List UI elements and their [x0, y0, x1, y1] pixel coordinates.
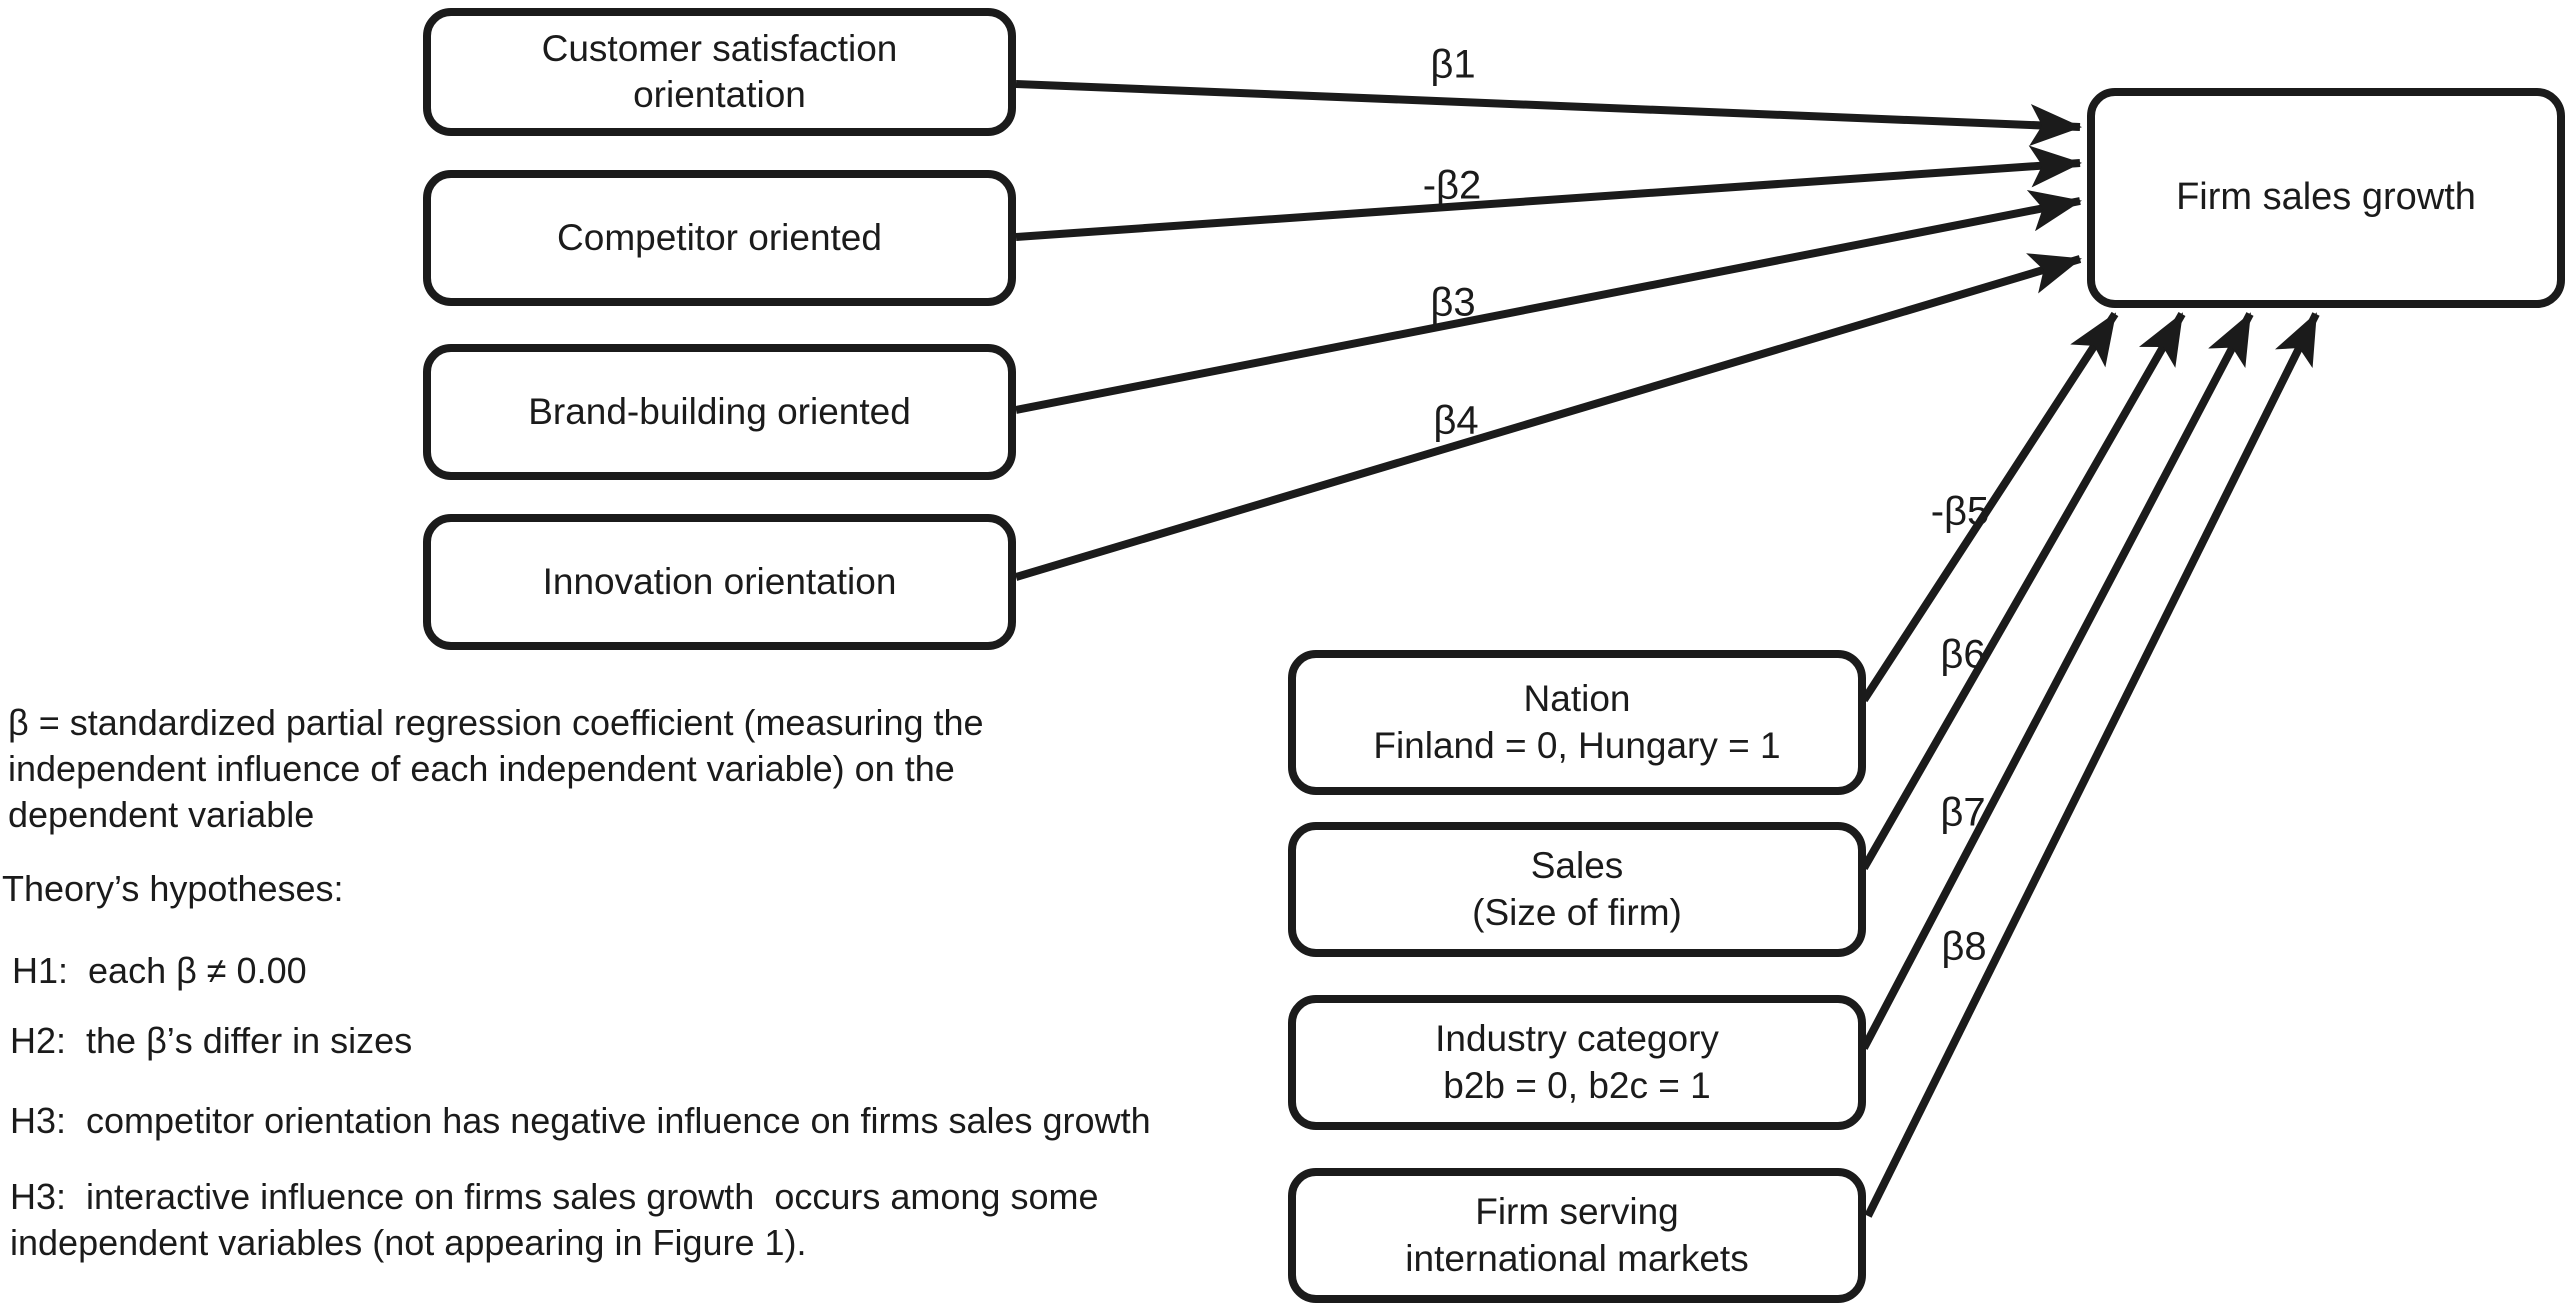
node-competitor-oriented: Competitor oriented	[423, 170, 1016, 306]
arrow-beta7	[1860, 312, 2254, 1050]
node-brand-building-oriented: Brand-building oriented	[423, 344, 1016, 480]
label-beta3: β3	[1430, 280, 1476, 325]
arrow-beta8	[1864, 312, 2320, 1218]
label-beta8: β8	[1941, 924, 1987, 969]
node-industry-category: Industry category b2b = 0, b2c = 1	[1288, 995, 1866, 1130]
label-beta5: -β5	[1930, 489, 1990, 534]
note-h1: H1: each β ≠ 0.00	[12, 950, 307, 991]
arrow-beta1	[1015, 80, 2082, 146]
note-beta-definition: β = standardized partial regression coef…	[8, 702, 984, 836]
label-beta7: β7	[1940, 790, 1986, 835]
label-beta2: -β2	[1422, 163, 1482, 208]
arrow-beta4	[1014, 253, 2082, 581]
note-h3b: H3: interactive influence on firms sales…	[10, 1176, 1099, 1264]
arrow-beta6	[1860, 312, 2186, 870]
node-international-markets: Firm serving international markets	[1288, 1168, 1866, 1303]
note-h2: H2: the β’s differ in sizes	[10, 1020, 413, 1061]
arrow-beta5	[1860, 311, 2119, 703]
node-sales-size: Sales (Size of firm)	[1288, 822, 1866, 957]
node-firm-sales-growth: Firm sales growth	[2087, 88, 2565, 308]
note-hypotheses-title: Theory’s hypotheses:	[2, 868, 344, 909]
arrow-beta3	[1015, 190, 2082, 414]
arrow-beta2	[1015, 145, 2082, 241]
node-innovation-orientation: Innovation orientation	[423, 514, 1016, 650]
label-beta6: β6	[1940, 632, 1986, 677]
label-beta4: β4	[1433, 398, 1479, 443]
label-beta1: β1	[1430, 42, 1476, 87]
note-h3a: H3: competitor orientation has negative …	[10, 1100, 1151, 1141]
node-customer-satisfaction-orientation: Customer satisfaction orientation	[423, 8, 1016, 136]
node-nation: Nation Finland = 0, Hungary = 1	[1288, 650, 1866, 795]
